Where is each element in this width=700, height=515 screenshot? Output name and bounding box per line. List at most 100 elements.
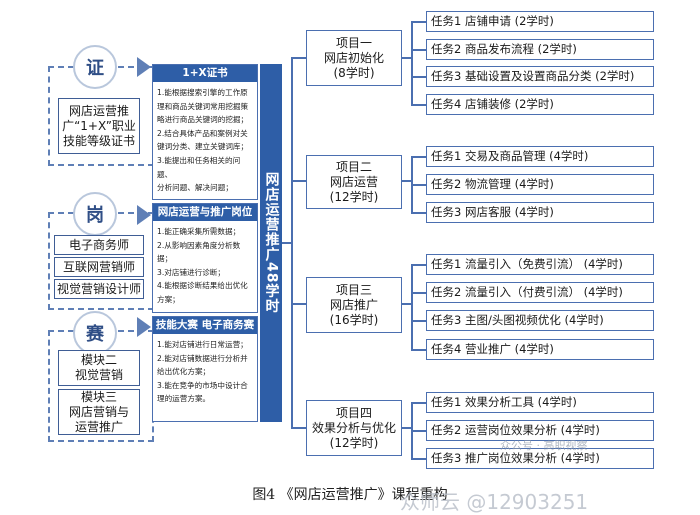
task-box: 任务3 网店客服 (4学时) (426, 202, 654, 223)
cert-badge: 证 (73, 45, 117, 89)
panel-body: 1.能对店铺进行日常运营； 2.能对店铺数据进行分析并 给出优化方案； 3.能在… (153, 334, 257, 410)
task-box: 任务2 运营岗位效果分析 (4学时) (426, 420, 654, 441)
contest-arrow (137, 317, 151, 337)
panel-line: 1.能对店铺进行日常运营； (157, 340, 248, 349)
watermark: 众公号 · 高职视察 (500, 439, 588, 452)
connector (291, 427, 306, 429)
project-line: 网店推广 (329, 297, 378, 312)
connector (411, 156, 426, 158)
panel-line: 4.能根据诊断结果给出优化 (157, 281, 248, 291)
contest-line: 视觉营销 (74, 368, 123, 382)
panel-line: 理的运营方案。 (157, 394, 211, 404)
panel-line: 2.能对店铺数据进行分析并 (157, 353, 248, 363)
project-line: 网店运营 (329, 174, 378, 189)
task-box: 任务2 流量引入（付费引流） (4学时) (426, 282, 654, 303)
connector (411, 430, 426, 432)
panel-cert: 1+X证书 1.能根据搜索引擎的工作原 理和商品关键词常用挖掘策 略进行商品关键… (152, 64, 258, 200)
connector (402, 303, 412, 305)
panel-line: 2.结合具体产品和案例对关 (157, 128, 248, 138)
job-item: 视觉营销设计师 (54, 279, 144, 299)
connector (411, 184, 426, 186)
project-line: 项目四 (335, 405, 372, 420)
task-box: 任务3 基础设置及设置商品分类 (2学时) (426, 66, 654, 87)
project-4: 项目四 效果分析与优化 (12学时) (306, 400, 402, 456)
project-line: (12学时) (329, 189, 379, 204)
panel-line: 1.能根据搜索引擎的工作原 (157, 88, 248, 97)
connector (411, 212, 426, 214)
project-1: 项目一 网店初始化 (8学时) (306, 30, 402, 86)
panel-line: 方案； (157, 294, 180, 304)
task-box: 任务2 物流管理 (4学时) (426, 174, 654, 195)
panel-line: 3.对店铺进行诊断； (157, 267, 225, 277)
contest-line: 运营推广 (74, 419, 123, 434)
connector (282, 242, 292, 244)
connector (411, 21, 426, 23)
cert-arrow (137, 57, 151, 77)
panel-line: 2.从影响因素角度分析数据； (157, 240, 241, 264)
project-line: (16学时) (329, 312, 379, 327)
cert-line: 网店运营推 (68, 103, 129, 118)
panel-line: 给出优化方案； (157, 367, 211, 377)
project-line: (8学时) (333, 65, 375, 80)
figure-caption: 图4 《网店运营推广》课程重构 (252, 487, 448, 503)
task-box: 任务3 推广岗位效果分析 (4学时) (426, 448, 654, 469)
connector (411, 349, 426, 351)
panel-line: 1.能正确采集所需数据； (157, 227, 241, 236)
task-box: 任务1 店铺申请 (2学时) (426, 11, 654, 32)
project-line: 项目二 (335, 159, 372, 174)
job-arrow (137, 205, 151, 225)
project-3: 项目三 网店推广 (16学时) (306, 277, 402, 333)
task-box: 任务4 营业推广 (4学时) (426, 339, 654, 360)
connector (411, 76, 426, 78)
cert-box: 网店运营推 广“1+X”职业 技能等级证书 (58, 98, 140, 154)
connector (411, 264, 413, 350)
panel-line: 分析问题、解决问题； (157, 183, 233, 193)
project-2: 项目二 网店运营 (12学时) (306, 155, 402, 209)
panel-body: 1.能根据搜索引擎的工作原 理和商品关键词常用挖掘策 略进行商品关键词的挖掘； … (153, 82, 257, 199)
connector (411, 402, 426, 404)
watermark: 众师云 @12903251 (400, 490, 589, 514)
connector (411, 264, 426, 266)
connector (411, 292, 426, 294)
connector (291, 57, 293, 428)
connector (411, 458, 426, 460)
panel-line: 略进行商品关键词的挖掘； (157, 115, 249, 125)
task-box: 任务1 流量引入（免费引流） (4学时) (426, 254, 654, 275)
task-box: 任务1 效果分析工具 (4学时) (426, 392, 654, 413)
project-line: 项目三 (335, 282, 372, 297)
connector (402, 57, 412, 59)
panel-job: 网店运营与推广岗位 1.能正确采集所需数据； 2.从影响因素角度分析数据； 3.… (152, 203, 258, 313)
panel-line: 3.能提出和任务相关的问题、 (157, 155, 241, 179)
project-line: 效果分析与优化 (311, 420, 396, 435)
connector (411, 49, 426, 51)
project-line: 网店初始化 (323, 50, 384, 65)
panel-header: 技能大赛 电子商务赛项 (153, 317, 257, 348)
contest-module: 模块三 网店营销与 运营推广 (58, 389, 140, 435)
connector (291, 180, 306, 182)
panel-header: 1+X证书 (153, 65, 257, 82)
contest-line: 模块三 (80, 389, 117, 404)
job-badge: 岗 (73, 192, 117, 236)
task-box: 任务3 主图/头图视频优化 (4学时) (426, 310, 654, 331)
panel-line: 理和商品关键词常用挖掘策 (157, 101, 249, 111)
panel-line: 键词分类、建立关键词库； (157, 142, 249, 152)
connector (291, 57, 306, 59)
connector (411, 320, 426, 322)
cert-line: 广“1+X”职业 (62, 118, 136, 133)
project-line: (12学时) (329, 435, 379, 450)
task-box: 任务1 交易及商品管理 (4学时) (426, 146, 654, 167)
job-item: 电子商务师 (54, 235, 144, 255)
task-box: 任务4 店铺装修 (2学时) (426, 94, 654, 115)
contest-module: 模块二 视觉营销 (58, 350, 140, 386)
job-item: 互联网营销师 (54, 257, 144, 277)
task-box: 任务2 商品发布流程 (2学时) (426, 39, 654, 60)
connector (411, 21, 413, 105)
panel-body: 1.能正确采集所需数据； 2.从影响因素角度分析数据； 3.对店铺进行诊断； 4… (153, 221, 257, 311)
course-spine: 网店运营推广48学时 (260, 64, 282, 422)
connector (402, 427, 412, 429)
contest-line: 模块二 (80, 353, 117, 367)
cert-line: 技能等级证书 (62, 133, 135, 148)
panel-contest: 技能大赛 电子商务赛项 1.能对店铺进行日常运营； 2.能对店铺数据进行分析并 … (152, 316, 258, 422)
connector (411, 104, 426, 106)
panel-header: 网店运营与推广岗位 (153, 204, 257, 221)
